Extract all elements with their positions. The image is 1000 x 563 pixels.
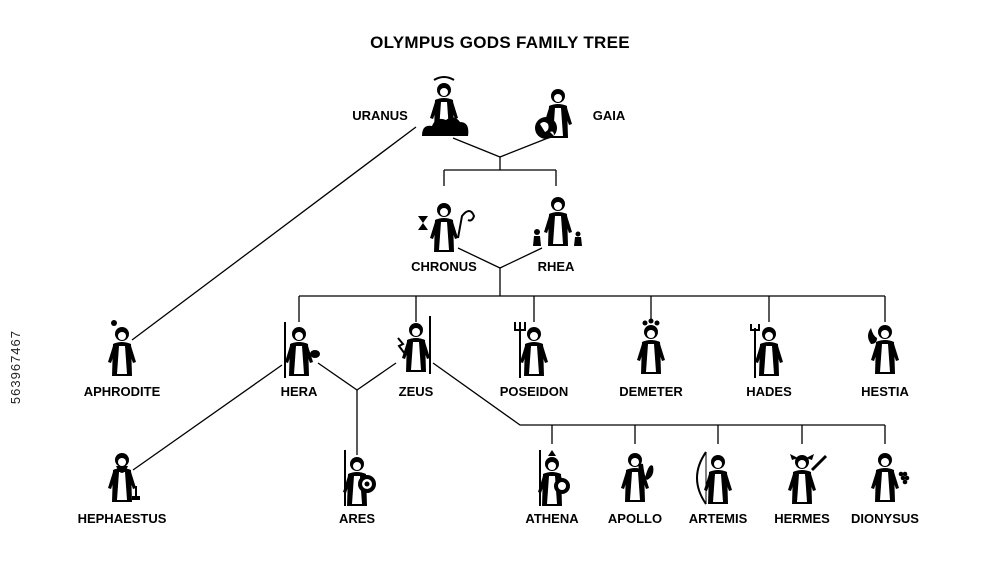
demeter-icon [637, 318, 665, 374]
hera-with-staff-icon [284, 322, 320, 378]
aphrodite-icon [108, 320, 136, 376]
label-hera: HERA [280, 384, 318, 399]
hestia-with-flame-icon [868, 325, 899, 374]
page-title: OLYMPUS GODS FAMILY TREE [370, 33, 630, 52]
hephaestus-with-hammer-icon [108, 453, 140, 502]
label-hephaestus: HEPHAESTUS [77, 511, 167, 526]
gaia-with-globe-icon [535, 89, 572, 139]
artemis-with-bow-icon [696, 451, 732, 505]
uranus-on-cloud-icon [422, 76, 469, 136]
chronus-with-hourglass-and-sickle-icon [418, 203, 476, 252]
label-zeus: ZEUS [398, 384, 434, 399]
dionysus-with-grapes-icon [871, 453, 910, 502]
hermes-winged-icon [788, 454, 828, 504]
connector-lines [131, 126, 886, 471]
label-aphrodite: APHRODITE [83, 384, 161, 399]
label-rhea: RHEA [537, 259, 575, 274]
poseidon-with-trident-icon [514, 322, 548, 378]
label-gaia: GAIA [592, 108, 626, 123]
zeus-with-thunderbolt-icon [397, 316, 431, 374]
rhea-with-children-icon [533, 197, 582, 246]
label-hestia: HESTIA [861, 384, 909, 399]
label-chronus: CHRONUS [411, 259, 477, 274]
label-hermes: HERMES [774, 511, 830, 526]
label-demeter: DEMETER [619, 384, 683, 399]
athena-with-spear-and-shield-icon [538, 450, 570, 506]
apollo-with-lyre-icon [621, 453, 654, 502]
label-apollo: APOLLO [607, 511, 663, 526]
label-poseidon: POSEIDON [499, 384, 569, 399]
label-athena: ATHENA [525, 511, 579, 526]
hades-with-bident-icon [750, 324, 783, 378]
label-uranus: URANUS [352, 108, 408, 123]
label-dionysus: DIONYSUS [851, 511, 919, 526]
label-ares: ARES [338, 511, 376, 526]
ares-with-spear-and-shield-icon [343, 450, 376, 506]
label-artemis: ARTEMIS [688, 511, 748, 526]
label-hades: HADES [746, 384, 792, 399]
